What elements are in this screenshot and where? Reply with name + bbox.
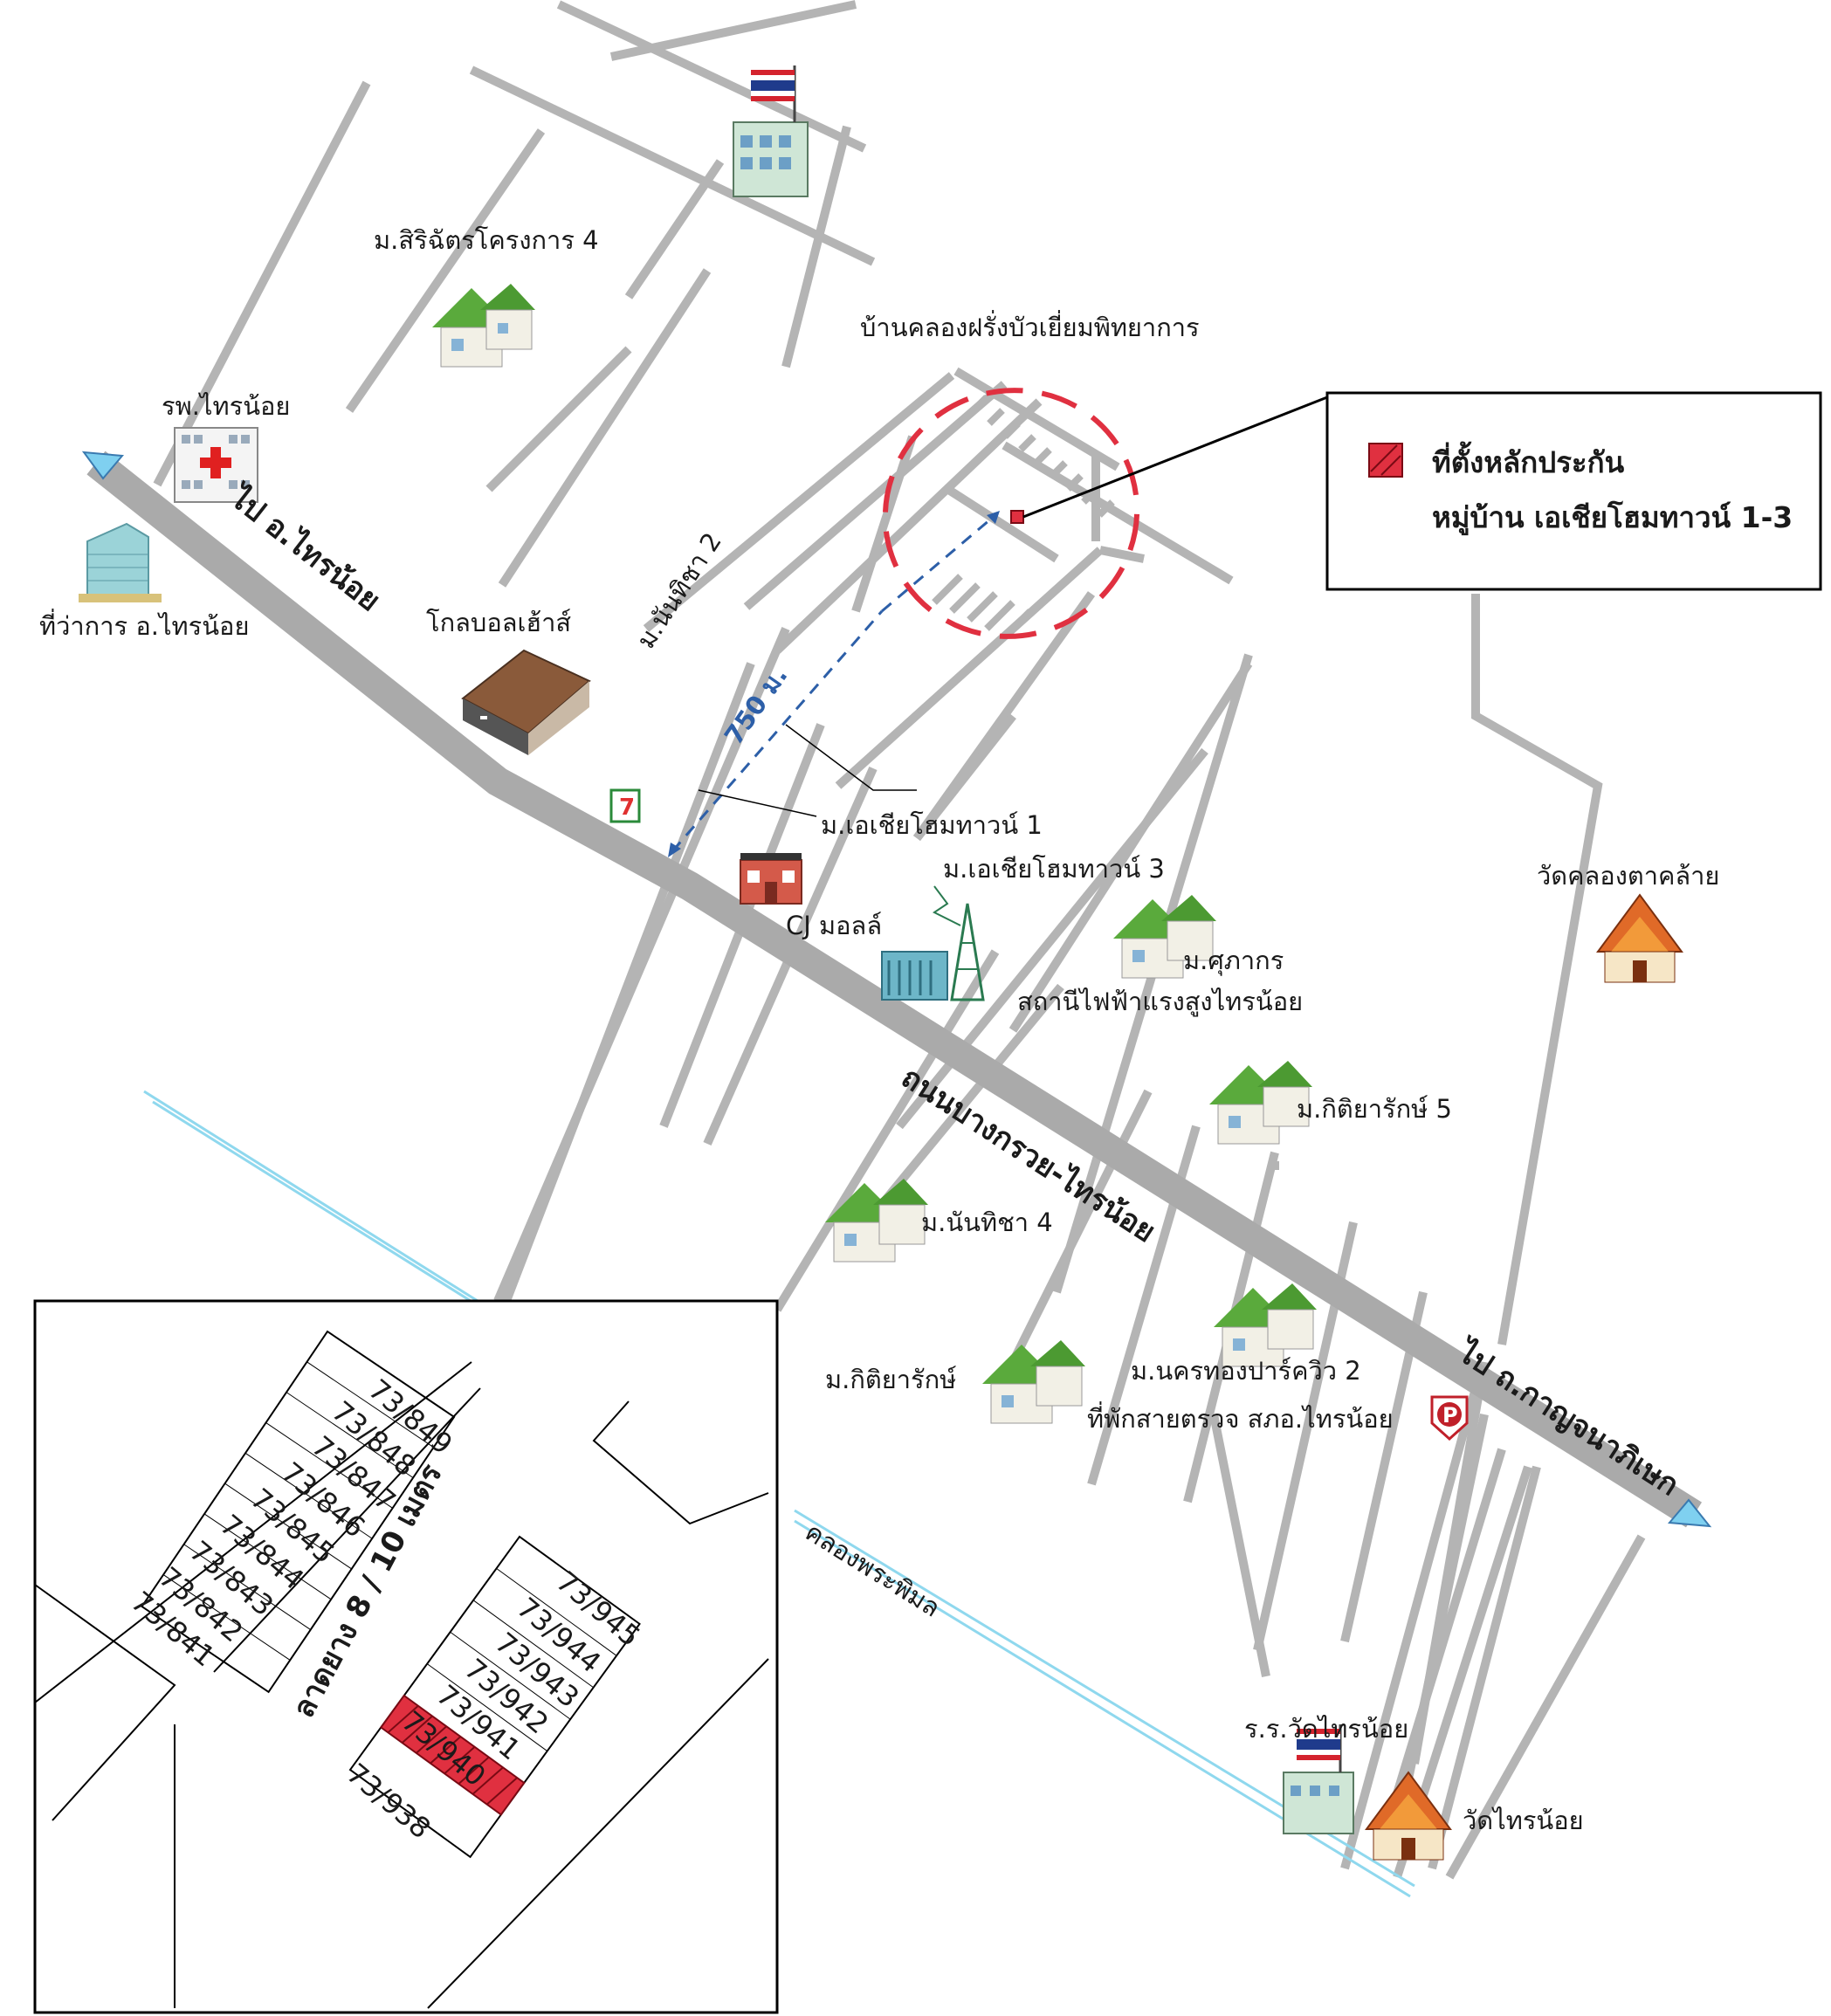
shop-icon [740, 853, 802, 905]
store-building-icon [461, 649, 591, 755]
label-kittiyarak: ม.กิติยารักษ์ [825, 1365, 957, 1394]
house-icon [1113, 895, 1216, 979]
seven-eleven-icon: 7 [609, 788, 641, 823]
target-circle [882, 388, 1140, 639]
pointer-lines [698, 724, 917, 817]
label-nanthicha4: ม.นันทิชา 4 [921, 1208, 1053, 1237]
distance-arrow [671, 513, 996, 852]
highlighted-plot [379, 1694, 526, 1816]
svg-text:7: 7 [619, 795, 635, 821]
power-substation-icon [881, 885, 985, 1001]
hospital-icon [174, 427, 258, 503]
label-kittiyarak5: ม.กิติยารักษ์ 5 [1297, 1094, 1452, 1124]
legend-box: ที่ตั้งหลักประกัน หมู่บ้าน เอเชียโฮมทาวน… [1022, 391, 1822, 591]
svg-text:P: P [1442, 1403, 1458, 1428]
label-nakhonthong2: ม.นครทองปาร์ควิว 2 [1131, 1356, 1361, 1386]
temple-icon [1596, 893, 1683, 983]
police-box-icon: P [1430, 1395, 1469, 1441]
main-road [81, 451, 1712, 1528]
collateral-marker [1010, 510, 1024, 524]
distance-label: 750 ม. [719, 661, 794, 750]
distance-arrowhead-up [987, 511, 1000, 524]
label-nanthicha2: ม.นันทิชา 2 [630, 527, 727, 654]
distance-arrowhead-down [668, 843, 681, 857]
school-flag-icon [1283, 1724, 1354, 1834]
label-district-office: ที่ว่าการ อ.ไทรน้อย [39, 609, 249, 641]
label-hospital: รพ.ไทรน้อย [162, 391, 290, 421]
house-icon [1209, 1061, 1312, 1145]
label-police-box: ที่พักสายตรวจ สภอ.ไทรน้อย [1087, 1401, 1394, 1434]
thai-flag-building-icon [733, 65, 809, 197]
inset-plot-map: 73/849 73/848 73/847 73/846 73/845 73/84… [33, 1299, 779, 2014]
upper-plot-block [141, 1330, 456, 1694]
label-asia1: ม.เอเชียโฮมทาวน์ 1 [821, 810, 1043, 840]
label-wat-sainoi: วัดไทรน้อย [1463, 1806, 1584, 1835]
label-siri4: ม.สิริฉัตรโครงการ 4 [374, 225, 599, 255]
label-globalhouse: โกลบอลเฮ้าส์ [426, 608, 571, 637]
house-icon [825, 1179, 928, 1263]
label-school-top: บ้านคลองฝรั่งบัวเยี่ยมพิทยาการ [860, 310, 1200, 342]
legend-subtitle: หมู่บ้าน เอเชียโฮมทาวน์ 1-3 [1432, 500, 1793, 536]
office-tower-icon [79, 522, 162, 602]
label-cj: CJ มอลล์ [786, 911, 882, 940]
house-icon [982, 1340, 1085, 1424]
house-icon [432, 284, 535, 368]
label-wat-khlongtakhlai: วัดคลองตาคล้าย [1537, 861, 1719, 891]
label-asia3: ม.เอเชียโฮมทาวน์ 3 [943, 854, 1165, 884]
legend-title: ที่ตั้งหลักประกัน [1432, 441, 1625, 479]
arrow-left-icon [81, 451, 125, 480]
village-lanes [932, 395, 1115, 640]
label-school-watsainoi: ร.ร.วัดไทรน้อย [1244, 1714, 1408, 1744]
temple-icon [1365, 1771, 1452, 1861]
label-substation: สถานีไฟฟ้าแรงสูงไทรน้อย [1017, 987, 1303, 1017]
arrow-right-icon [1667, 1498, 1712, 1528]
house-icon [1214, 1283, 1317, 1367]
label-supakorn: ม.ศุภากร [1183, 946, 1284, 976]
label-canal: คลองพระพิมล [800, 1517, 945, 1623]
